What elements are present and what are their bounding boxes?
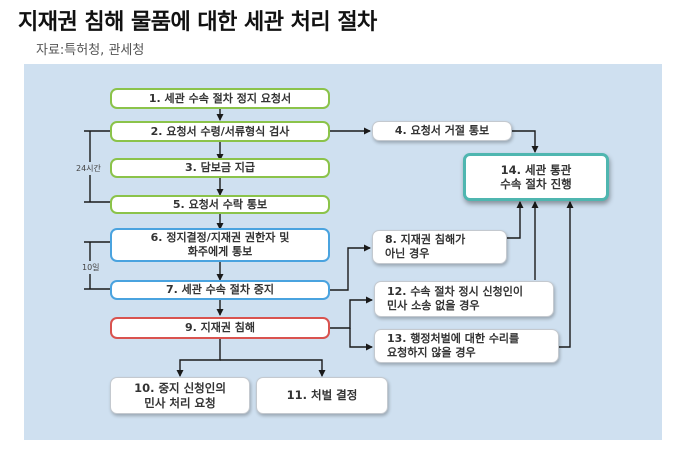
step-10-box: 10. 중지 신청인의 민사 처리 요청	[110, 377, 250, 414]
step-6-box: 6. 정지결정/지재권 권한자 및 화주에게 통보	[110, 228, 330, 262]
flowchart-panel: 24시간 10일 1. 세관 수속 절차 정지 요청서 2. 요청서 수령/서류…	[24, 64, 662, 440]
arrow-13-14	[559, 201, 574, 348]
step-3-box: 3. 담보금 지급	[110, 158, 330, 178]
arrow-9-10	[176, 339, 221, 377]
step-14-box: 14. 세관 통관 수속 절차 진행	[463, 153, 609, 201]
step-11-box: 11. 처벌 결정	[256, 377, 388, 414]
arrow-9-11	[220, 359, 326, 377]
step-12-box: 12. 수속 절차 정시 신청인이 민사 소송 없을 경우	[374, 281, 554, 317]
step-4-box: 4. 요청서 거절 통보	[372, 121, 512, 141]
arrow-4-14	[512, 130, 539, 153]
step-2-box: 2. 요청서 수령/서류형식 검사	[110, 121, 330, 142]
step-7-box: 7. 세관 수속 절차 중지	[110, 280, 330, 300]
arrow-9-12	[330, 296, 373, 329]
source-note: 자료:특허청, 관세청	[36, 43, 145, 58]
page-title: 지재권 침해 물품에 대한 세관 처리 절차	[18, 10, 377, 35]
step-8-box: 8. 지재권 침해가 아닌 경우	[372, 230, 507, 264]
duration-10d-label: 10일	[82, 261, 100, 274]
step-5-box: 5. 요청서 수락 통보	[110, 195, 330, 214]
step-13-box: 13. 행정처벌에 대한 수리를 요청하지 않을 경우	[374, 329, 559, 363]
duration-24h-label: 24시간	[76, 162, 101, 175]
step-9-box: 9. 지재권 침해	[110, 317, 330, 339]
arrow-8-14	[507, 201, 524, 239]
arrow-9-13	[349, 328, 373, 351]
arrow-7-8	[330, 244, 371, 291]
step-1-box: 1. 세관 수속 절차 정지 요청서	[110, 88, 330, 109]
